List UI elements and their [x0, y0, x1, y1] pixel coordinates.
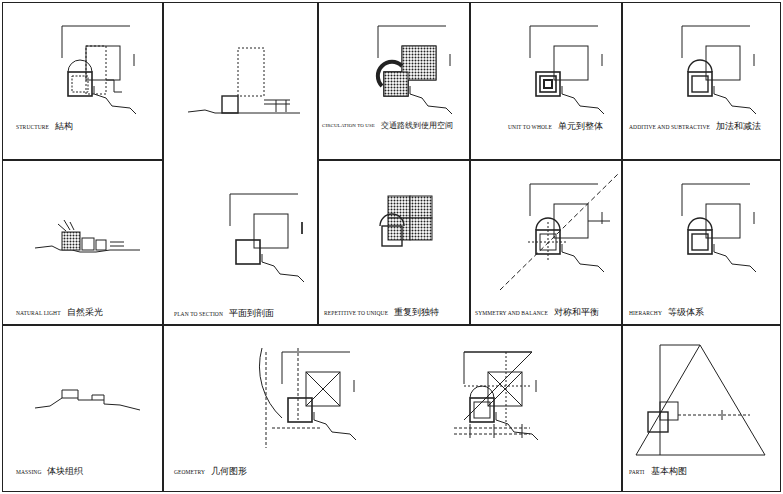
- english-caption: PARTI: [629, 469, 645, 475]
- english-caption: PLAN TO SECTION: [174, 311, 223, 317]
- english-caption: UNIT TO WHOLE: [508, 124, 552, 130]
- panel-label: REPETITIVE TO UNIQUE 重复到独特: [323, 306, 440, 319]
- analysis-panel: MASSING 体块组织: [2, 325, 163, 492]
- panel-label: PARTI 基本构图: [628, 465, 688, 478]
- chinese-caption: 等级体系: [668, 306, 704, 319]
- english-caption: GEOMETRY: [174, 469, 205, 475]
- analysis-panel: SYMMETRY AND BALANCE 对称和平衡: [470, 160, 622, 325]
- chinese-caption: 体块组织: [47, 465, 83, 478]
- panel-label: SYMMETRY AND BALANCE 对称和平衡: [474, 306, 600, 319]
- chinese-caption: 基本构图: [651, 465, 687, 478]
- analysis-panel: REPETITIVE TO UNIQUE 重复到独特: [318, 160, 470, 325]
- chinese-caption: 对称和平衡: [554, 306, 599, 319]
- analysis-panel: STRUCTURE 結构: [2, 2, 163, 160]
- panel-label: STRUCTURE 結构: [15, 120, 74, 133]
- chinese-caption: 几何图形: [211, 465, 247, 478]
- analysis-panel: PLAN TO SECTION 平面到剖面: [163, 2, 318, 325]
- chinese-caption: 自然采光: [67, 306, 103, 319]
- chinese-caption: 交通路线到使用空间: [381, 120, 453, 131]
- analysis-panel: PARTI 基本构图: [622, 325, 781, 492]
- english-caption: HIERARCHY: [629, 310, 662, 316]
- panel-label: NATURAL LIGHT 自然采光: [15, 306, 104, 319]
- english-caption: REPETITIVE TO UNIQUE: [324, 310, 388, 316]
- panel-label: UNIT TO WHOLE 单元到整体: [507, 120, 604, 133]
- analysis-panel: HIERARCHY 等级体系: [622, 160, 781, 325]
- panel-label: HIERARCHY 等级体系: [628, 306, 705, 319]
- panel-label: PLAN TO SECTION 平面到剖面: [173, 307, 275, 320]
- analysis-panel: NATURAL LIGHT 自然采光: [2, 160, 163, 325]
- chinese-caption: 平面到剖面: [229, 307, 274, 320]
- analysis-panel: UNIT TO WHOLE 单元到整体: [470, 2, 622, 160]
- analysis-panel: ADDITIVE AND SUBTRACTIVE 加法和减法: [622, 2, 781, 160]
- english-caption: MASSING: [16, 469, 41, 475]
- english-caption: ADDITIVE AND SUBTRACTIVE: [629, 124, 710, 130]
- chinese-caption: 重复到独特: [394, 306, 439, 319]
- panel-label: ADDITIVE AND SUBTRACTIVE 加法和减法: [628, 120, 762, 133]
- english-caption: SYMMETRY AND BALANCE: [475, 310, 548, 316]
- chinese-caption: 单元到整体: [558, 120, 603, 133]
- chinese-caption: 加法和减法: [716, 120, 761, 133]
- panel-label: GEOMETRY 几何图形: [173, 465, 248, 478]
- panel-label: MASSING 体块组织: [15, 465, 84, 478]
- english-caption: CIRCULATION TO USE: [322, 123, 375, 128]
- analysis-panel: GEOMETRY 几何图形: [163, 325, 622, 492]
- english-caption: NATURAL LIGHT: [16, 310, 61, 316]
- panel-label: CIRCULATION TO USE 交通路线到使用空间: [321, 120, 454, 131]
- chinese-caption: 結构: [55, 120, 73, 133]
- english-caption: STRUCTURE: [16, 124, 49, 130]
- analysis-panel: CIRCULATION TO USE 交通路线到使用空间: [318, 2, 470, 160]
